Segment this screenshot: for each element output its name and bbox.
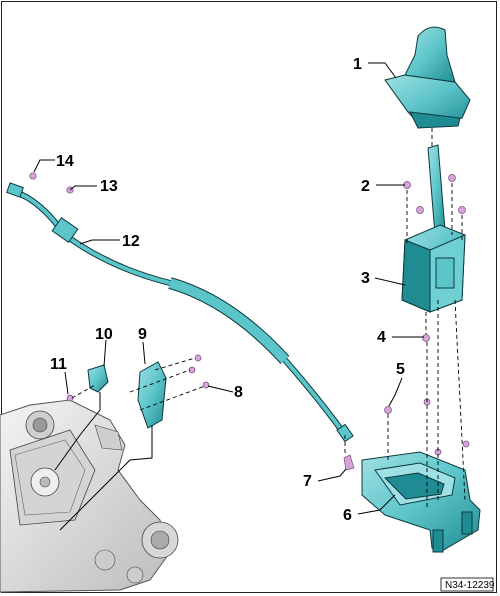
callout-14: 14: [56, 153, 74, 170]
selector-cable: [6, 182, 354, 443]
screw-set-8: [188, 354, 210, 389]
callout-5: 5: [396, 361, 405, 378]
transmission-housing: [0, 399, 179, 593]
cable-clip: [343, 454, 355, 471]
diagram-id: N34-12239: [445, 580, 495, 591]
diagram-id-tag: N34-12239: [440, 577, 495, 592]
callout-1: 1: [353, 56, 362, 73]
callout-6: 6: [343, 507, 352, 524]
callout-11: 11: [50, 356, 67, 373]
selector-mechanism: [401, 144, 466, 313]
callout-10: 10: [95, 326, 113, 343]
assembly-lines: [54, 128, 466, 531]
callout-3: 3: [361, 270, 370, 287]
callout-13: 13: [100, 178, 118, 195]
screw-11: [66, 394, 74, 402]
callout-8: 8: [234, 384, 243, 401]
screw-5: [384, 398, 470, 456]
cable-bracket-9: [137, 361, 167, 429]
screw-14: [29, 172, 37, 180]
callout-labels: 1 2 3 4 5 6 7 8 9 10 11 12 13 14: [50, 56, 405, 524]
callout-2: 2: [361, 178, 370, 195]
screw-set-2: [403, 174, 466, 214]
mounting-bracket: [361, 451, 481, 553]
callout-9: 9: [138, 326, 147, 343]
leader-lines: [33, 62, 424, 515]
screw-4: [422, 334, 430, 342]
callout-12: 12: [122, 233, 140, 250]
gear-knob-boot: [384, 26, 471, 129]
callout-4: 4: [377, 329, 386, 346]
callout-7: 7: [303, 473, 312, 490]
lever-10: [87, 364, 109, 393]
